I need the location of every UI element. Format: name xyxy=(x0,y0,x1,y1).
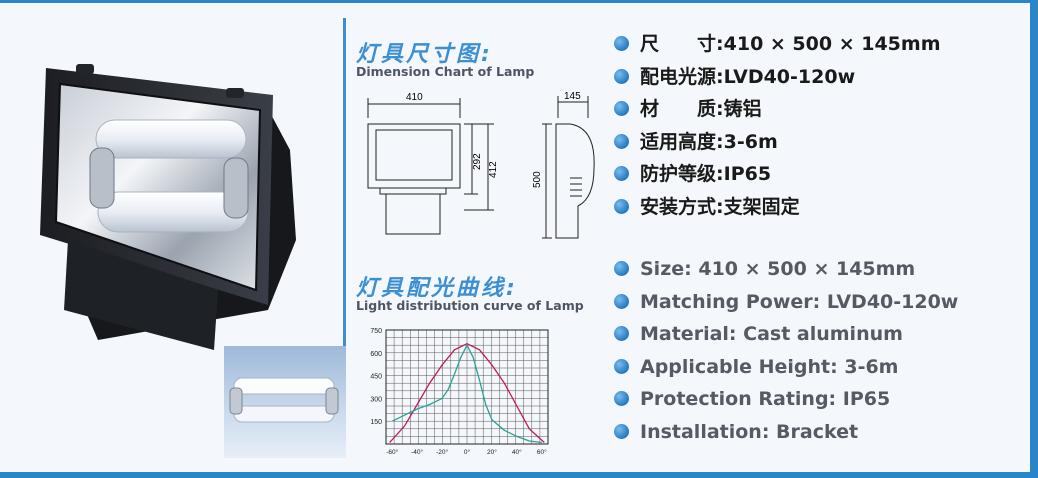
bullet-icon xyxy=(614,68,629,84)
bullet-icon xyxy=(614,391,629,406)
spec-item-size-en: Size: 410 × 500 × 145mm xyxy=(614,256,958,289)
spec-item-installation-cn: 安装方式:支架固定 xyxy=(614,194,941,227)
y-tick-label: 300 xyxy=(370,396,382,403)
spec-item-protection-en: Protection Rating: IP65 xyxy=(614,386,958,419)
bullet-icon xyxy=(614,423,629,439)
spec-list-en: Size: 410 × 500 × 145mm Matching Power: … xyxy=(614,256,958,451)
floodlight-photo xyxy=(40,64,296,350)
bullet-icon xyxy=(614,101,629,116)
spec-label: 防护等级 xyxy=(640,163,717,185)
bullet-icon xyxy=(614,133,629,149)
spec-separator: : xyxy=(716,130,724,153)
spec-item-power-en: Matching Power: LVD40-120w xyxy=(614,289,958,322)
y-tick-label: 600 xyxy=(370,351,382,358)
spec-label: 配电光源 xyxy=(640,65,717,88)
spec-text: Material: Cast aluminum xyxy=(640,323,903,345)
spec-separator: : xyxy=(716,163,724,185)
dim-width-label: 410 xyxy=(406,92,423,103)
bullet-icon xyxy=(614,358,629,374)
x-tick-label: 20° xyxy=(487,448,497,456)
right-border xyxy=(1030,0,1038,478)
bullet-icon xyxy=(614,198,629,214)
spec-text: Size: 410 × 500 × 145mm xyxy=(640,258,916,280)
dimension-drawing: 410 145 292 412 500 xyxy=(367,91,595,239)
spec-label: 材 质 xyxy=(640,98,717,120)
bullet-icon xyxy=(614,261,629,276)
spec-item-material-cn: 材 质:铸铝 xyxy=(614,96,941,129)
spec-text: Applicable Height: 3-6m xyxy=(640,355,899,378)
spec-item-size-cn: 尺 寸:410 × 500 × 145mm xyxy=(614,31,941,64)
curve-heading-cn: 灯具配光曲线: xyxy=(356,276,518,301)
spec-item-installation-en: Installation: Bracket xyxy=(614,419,958,452)
dim-height1-label: 292 xyxy=(472,153,483,170)
spec-separator: : xyxy=(716,33,724,55)
spec-value: 支架固定 xyxy=(723,195,800,218)
x-tick-label: 0° xyxy=(464,448,471,456)
spec-value: 3-6m xyxy=(723,130,778,153)
dim-height2-label: 412 xyxy=(488,161,499,178)
series-line-1 xyxy=(389,342,545,443)
plot-frame xyxy=(385,329,549,445)
spec-value: 铸铝 xyxy=(723,98,762,120)
spec-item-power-cn: 配电光源:LVD40-120w xyxy=(614,64,941,97)
spec-label: 安装方式 xyxy=(640,195,717,218)
spec-text: Installation: Bracket xyxy=(640,420,859,443)
x-tick-label: -60° xyxy=(386,448,398,456)
spec-value: IP65 xyxy=(723,163,772,185)
x-tick-label: 40° xyxy=(512,448,522,456)
spec-text: Matching Power: LVD40-120w xyxy=(640,290,959,313)
bullet-icon xyxy=(614,326,629,341)
bullet-icon xyxy=(614,293,629,309)
bullet-icon xyxy=(614,166,629,181)
spec-separator: : xyxy=(716,195,724,218)
y-tick-label: 150 xyxy=(370,419,382,426)
x-tick-label: -40° xyxy=(411,448,423,456)
x-tick-label: 60° xyxy=(537,448,547,456)
x-tick-label: -20° xyxy=(436,448,448,456)
dimension-heading-en: Dimension Chart of Lamp xyxy=(356,64,535,79)
spec-value: 410 × 500 × 145mm xyxy=(723,33,941,55)
dim-depth-label: 145 xyxy=(564,91,581,102)
column-divider xyxy=(343,18,346,458)
spec-label: 尺 寸 xyxy=(640,33,717,55)
y-tick-label: 750 xyxy=(370,328,382,335)
spec-list-cn: 尺 寸:410 × 500 × 145mm 配电光源:LVD40-120w 材 … xyxy=(614,31,941,226)
y-tick-label: 450 xyxy=(370,374,382,381)
bullet-icon xyxy=(614,36,629,51)
lamp-tube-photo xyxy=(224,346,346,458)
light-distribution-chart: 150 300 450 600 750 -60° -40° -20° 0° 20° 40° 60° xyxy=(370,328,549,456)
bottom-border xyxy=(0,472,1038,478)
spec-item-material-en: Material: Cast aluminum xyxy=(614,321,958,354)
spec-label: 适用高度 xyxy=(640,130,717,153)
spec-separator: : xyxy=(716,65,724,88)
spec-value: LVD40-120w xyxy=(723,65,856,88)
spec-item-height-en: Applicable Height: 3-6m xyxy=(614,354,958,387)
lamp-tube-drawing xyxy=(229,377,339,423)
dim-height3-label: 500 xyxy=(532,171,543,188)
series-line-2 xyxy=(391,343,542,444)
spec-separator: : xyxy=(716,98,724,120)
spec-text: Protection Rating: IP65 xyxy=(640,388,891,410)
curve-heading-en: Light distribution curve of Lamp xyxy=(356,298,584,313)
dimension-heading-cn: 灯具尺寸图: xyxy=(356,42,493,67)
spec-item-protection-cn: 防护等级:IP65 xyxy=(614,161,941,194)
spec-item-height-cn: 适用高度:3-6m xyxy=(614,129,941,162)
top-border xyxy=(0,0,1038,3)
